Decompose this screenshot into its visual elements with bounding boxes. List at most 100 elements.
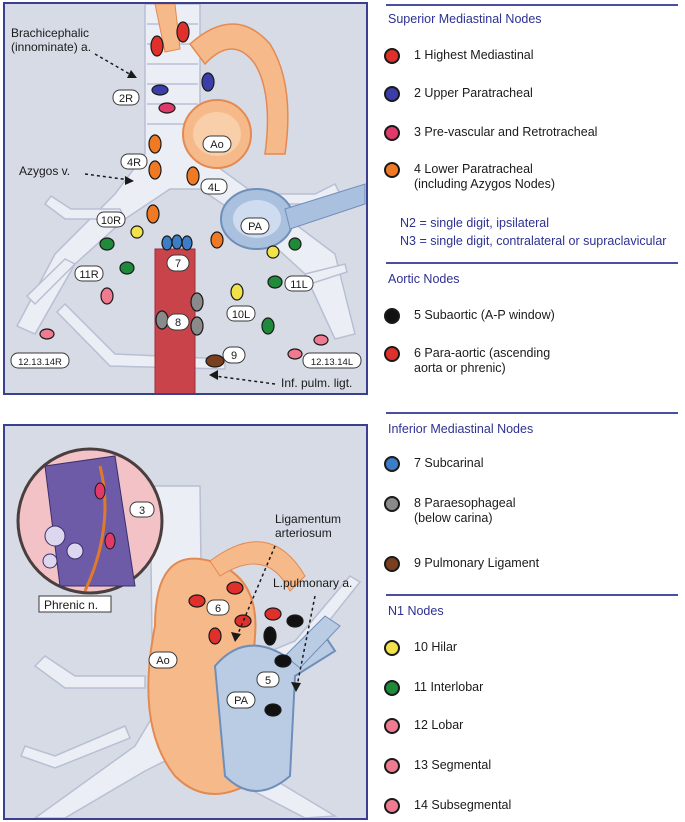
bottom-anatomy-panel: 3 6 5 Ao PA Ligamentum arteriosum L.pulm… [3,424,368,820]
legend-item-12: 12 Lobar [384,716,463,740]
node-swatch-8 [384,496,400,512]
node-5 [264,703,282,717]
station-label-4r: 4R [127,157,141,169]
station-label-9: 9 [231,350,237,362]
section-rule-aortic [386,262,678,264]
node-1 [150,35,164,57]
bottom-diagram-svg: 3 6 5 Ao PA [16,447,362,818]
left-pulmonary-artery [284,615,341,669]
section-title-n1: N1 Nodes [388,604,444,618]
node-4 [146,204,160,224]
pulmonary-artery-label: PA [234,695,249,707]
node-9 [205,354,225,368]
node-6 [234,614,252,628]
node-swatch-10 [384,640,400,656]
pulmonary-artery-label: PA [248,221,263,233]
legend-label-9: 9 Pulmonary Ligament [414,556,540,570]
station-label-6: 6 [215,603,221,615]
node-12 [313,334,329,346]
node-swatch-1 [384,48,400,64]
note-n3: N3 = single digit, contralateral or supr… [400,234,667,248]
station-label-12l: 12.13.14L [311,357,353,368]
station-labels: 3 6 5 Ao PA [139,505,271,707]
section-title-aortic: Aortic Nodes [388,272,460,286]
ligamentum-annotation: Ligamentum arteriosum [275,512,342,540]
legend-label-1: 1 Highest Mediastinal [414,48,534,62]
node-4 [148,134,162,154]
section-title-inferior: Inferior Mediastinal Nodes [388,422,534,436]
node-swatch-11 [384,680,400,696]
top-anatomy-panel: 2R 4R 4L 10R 11R 7 8 9 10L 11L 12.13.14R… [3,2,368,395]
legend-item-7: 7 Subcarinal [384,454,484,478]
station-label-11r: 11R [79,269,98,281]
station-label-8: 8 [175,317,181,329]
legend-item-6: 6 Para-aortic (ascending aorta or phreni… [384,344,550,380]
node-11 [267,275,283,289]
legend-label-14: 14 Subsegmental [414,798,512,812]
node-4 [210,231,224,249]
node-7 [181,235,193,251]
brachiocephalic-artery [154,4,181,53]
legend-item-14: 14 Subsegmental [384,796,511,820]
legend-label-3: 3 Pre-vascular and Retrotracheal [414,125,598,139]
node-4 [148,160,162,180]
section-rule-n1 [386,594,678,596]
node-12 [39,328,55,340]
node-2 [151,84,169,96]
node-swatch-2 [384,86,400,102]
node-swatch-9 [384,556,400,572]
legend-item-8: 8 Paraesophageal (below carina) [384,494,515,530]
node-8 [155,310,169,330]
section-title-superior: Superior Mediastinal Nodes [388,12,542,26]
node-11 [261,317,275,335]
node-11 [288,237,302,251]
node-10 [130,225,144,239]
node-6 [264,607,282,621]
legend-label-11: 11 Interlobar [414,680,484,694]
station-bubbles [10,89,362,369]
node-12 [100,287,114,305]
legend-item-2: 2 Upper Paratracheal [384,84,533,108]
node-4 [186,166,200,186]
legend-label-4: 4 Lower Paratracheal (including Azygos N… [414,162,556,191]
phrenic-label-box [38,595,112,613]
aorta-label: Ao [156,655,169,667]
node-swatch-12 [384,718,400,734]
inf-pulm-ligt-annotation: Inf. pulm. ligt. [281,376,353,390]
node-3 [158,102,176,114]
legend-label-13: 13 Segmental [414,758,492,772]
station-label-7: 7 [175,258,181,270]
legend-label-6: 6 Para-aortic (ascending aorta or phreni… [414,346,551,375]
node-1 [176,21,190,43]
station-label-10l: 10L [232,309,250,321]
leader-lines [236,545,316,687]
node-swatch-4 [384,162,400,178]
node-6 [188,594,206,608]
node-7 [171,234,183,250]
legend-label-12: 12 Lobar [414,718,464,732]
note-n2: N2 = single digit, ipsilateral [400,216,550,230]
legend-item-4: 4 Lower Paratracheal (including Azygos N… [384,160,555,196]
top-diagram-svg: 2R 4R 4L 10R 11R 7 8 9 10L 11L 12.13.14R… [10,4,366,393]
station-label-11l: 11L [290,279,308,291]
node-12 [287,348,303,360]
legend-item-1: 1 Highest Mediastinal [384,46,534,70]
leader-lines [84,53,276,385]
legend-label-8: 8 Paraesophageal (below carina) [414,496,516,525]
legend-item-13: 13 Segmental [384,756,491,780]
node-5 [286,614,304,628]
node-8 [190,316,204,336]
node-swatch-5 [384,308,400,324]
node-10 [230,283,244,301]
station-label-5: 5 [265,675,271,687]
lymph-nodes [188,581,304,717]
brachiocephalic-annotation: Brachicephalic (innominate) a. [11,26,92,54]
l-pulmonary-annotation: L.pulmonary a. [273,576,353,590]
legend-label-2: 2 Upper Paratracheal [414,86,533,100]
node-swatch-14 [384,798,400,814]
node-5 [274,654,292,668]
station-labels: 2R 4R 4L 10R 11R 7 8 9 10L 11L 12.13.14R… [18,93,353,368]
node-5 [263,626,277,646]
node-6 [208,627,222,645]
node-11 [99,237,115,251]
